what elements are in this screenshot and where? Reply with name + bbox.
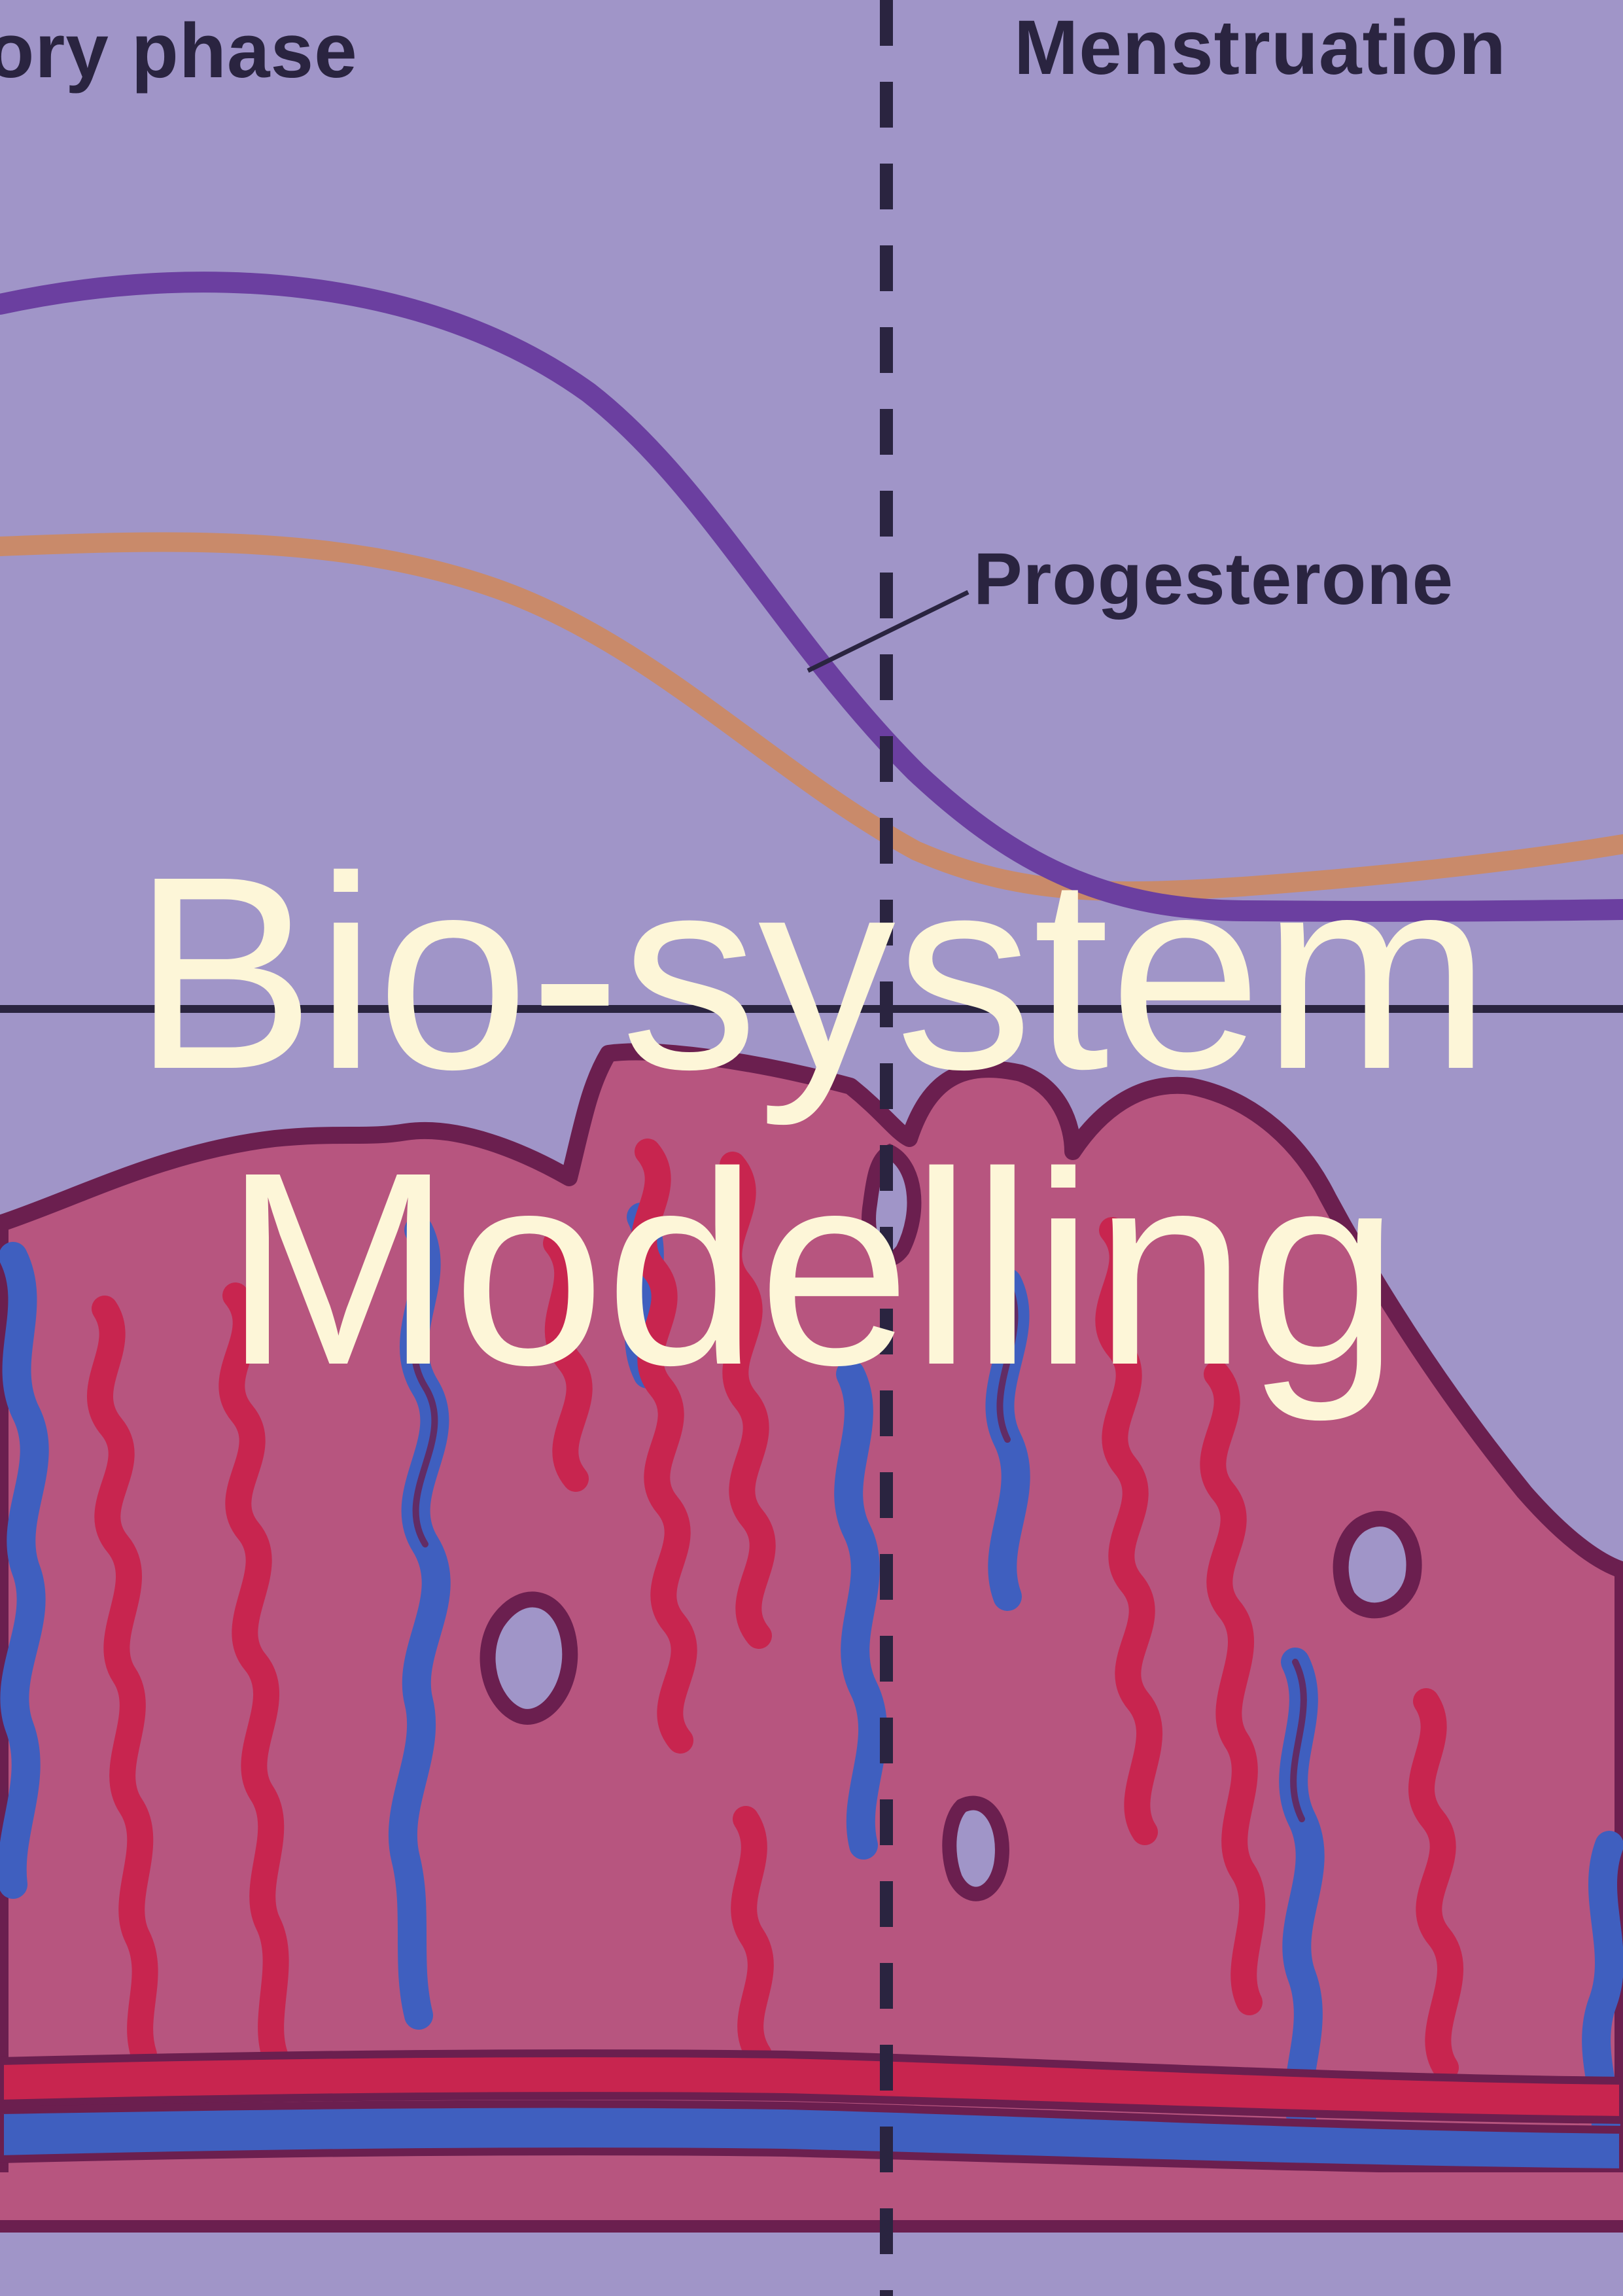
bottom-background: [0, 2233, 1623, 2296]
progesterone-leader-line: [807, 590, 969, 673]
basal-artery-band: [0, 2049, 1623, 2125]
basal-vein-band: [0, 2100, 1623, 2177]
cover-title-line-2: Modelling: [223, 1116, 1400, 1422]
cover-title-line-1: Bio-system: [131, 820, 1492, 1127]
progesterone-label: Progesterone: [973, 538, 1454, 620]
arteries: [86, 1139, 1463, 2081]
myometrium-layer: [0, 2172, 1623, 2225]
gland-cavity: [942, 1795, 1009, 1901]
gland-cavity: [480, 1591, 578, 1725]
gland-cavity: [1333, 1511, 1422, 1619]
cover-title: Bio-system Modelling: [0, 826, 1623, 1417]
vessel-outlines: [411, 1227, 1307, 1822]
second-hormone-curve: [0, 532, 1623, 902]
phase-label-right: Menstruation: [1014, 5, 1507, 91]
progesterone-curve: [0, 272, 1623, 922]
phase-label-left: tory phase: [0, 8, 358, 94]
